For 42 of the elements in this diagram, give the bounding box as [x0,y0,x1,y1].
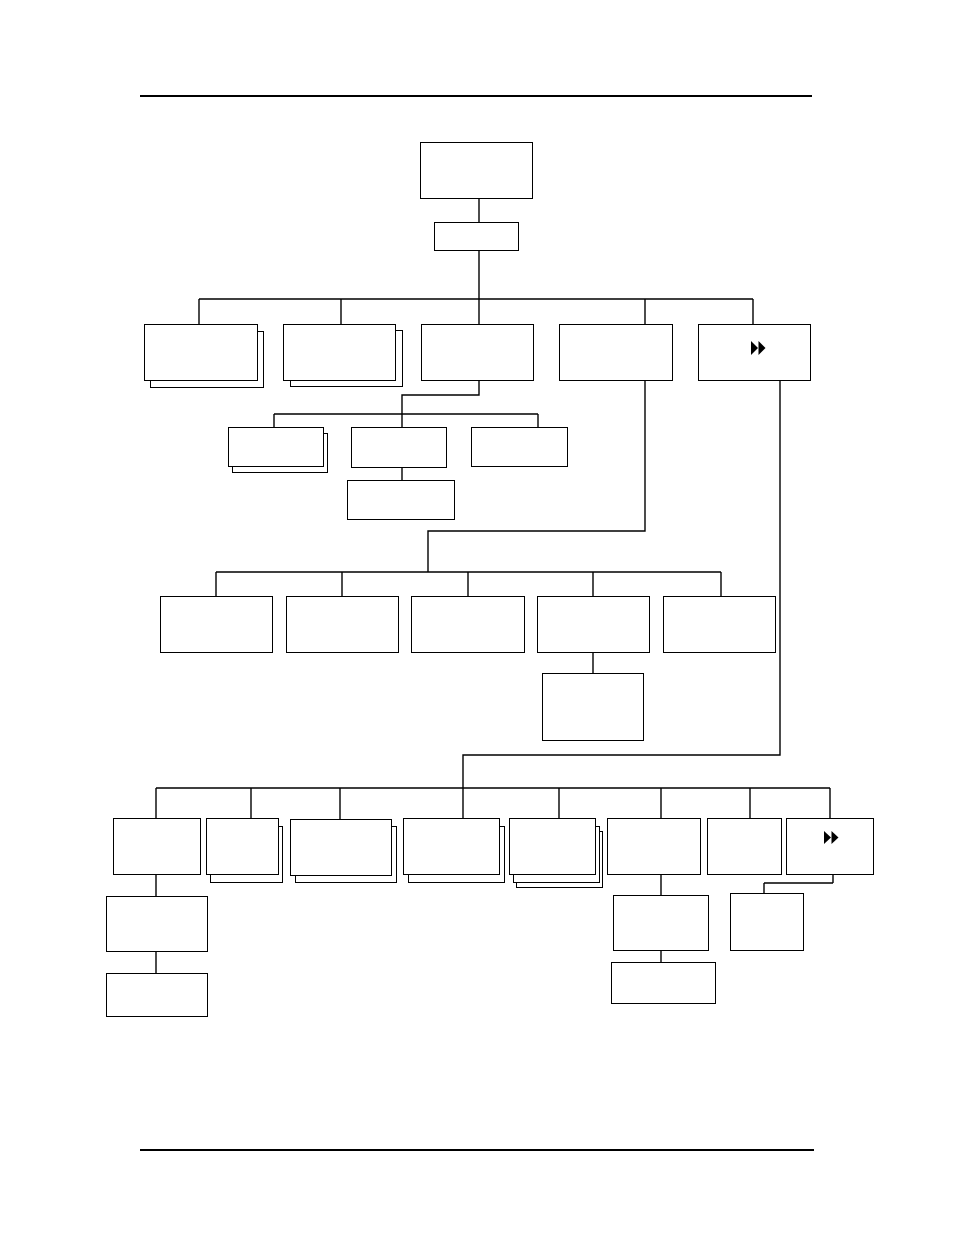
org-chart-box [160,596,273,653]
org-chart-box [730,893,804,951]
org-chart-box [411,596,525,653]
org-chart-box [471,427,568,467]
connector-line [155,874,157,897]
stacked-boxes [144,324,264,388]
org-chart-box [607,818,701,875]
org-chart-box [786,818,874,875]
org-chart-box [559,324,673,381]
org-chart-box [420,142,533,199]
stacked-boxes [403,818,505,883]
stacked-boxes [283,324,403,387]
connector-line [660,950,662,963]
connector-line [155,951,157,974]
tree-connector [155,380,831,820]
org-chart-box [106,973,208,1017]
org-chart-box [537,596,650,653]
org-chart-box [421,324,534,381]
org-chart-box [698,324,811,381]
org-chart-box [347,480,455,520]
org-chart-box [542,673,644,741]
connector-line [660,874,662,896]
stacked-boxes [206,818,283,883]
connector-line [478,198,480,223]
connector-line [592,652,594,674]
org-chart-box [707,818,782,875]
tree-connector [198,250,754,325]
org-chart-box [351,427,447,468]
tree-connector [273,380,539,428]
stacked-boxes [290,819,397,883]
org-chart-box [113,818,201,875]
connector-line [401,467,403,481]
org-chart-box [106,896,208,952]
org-chart-box [611,962,716,1004]
tree-connector [763,874,834,894]
org-chart-box [613,895,709,951]
stacked-boxes [228,427,328,473]
stacked-boxes [509,818,603,888]
org-chart-box [286,596,399,653]
org-chart-box [663,596,776,653]
tree-connector [215,380,722,597]
org-chart-box [434,222,519,251]
